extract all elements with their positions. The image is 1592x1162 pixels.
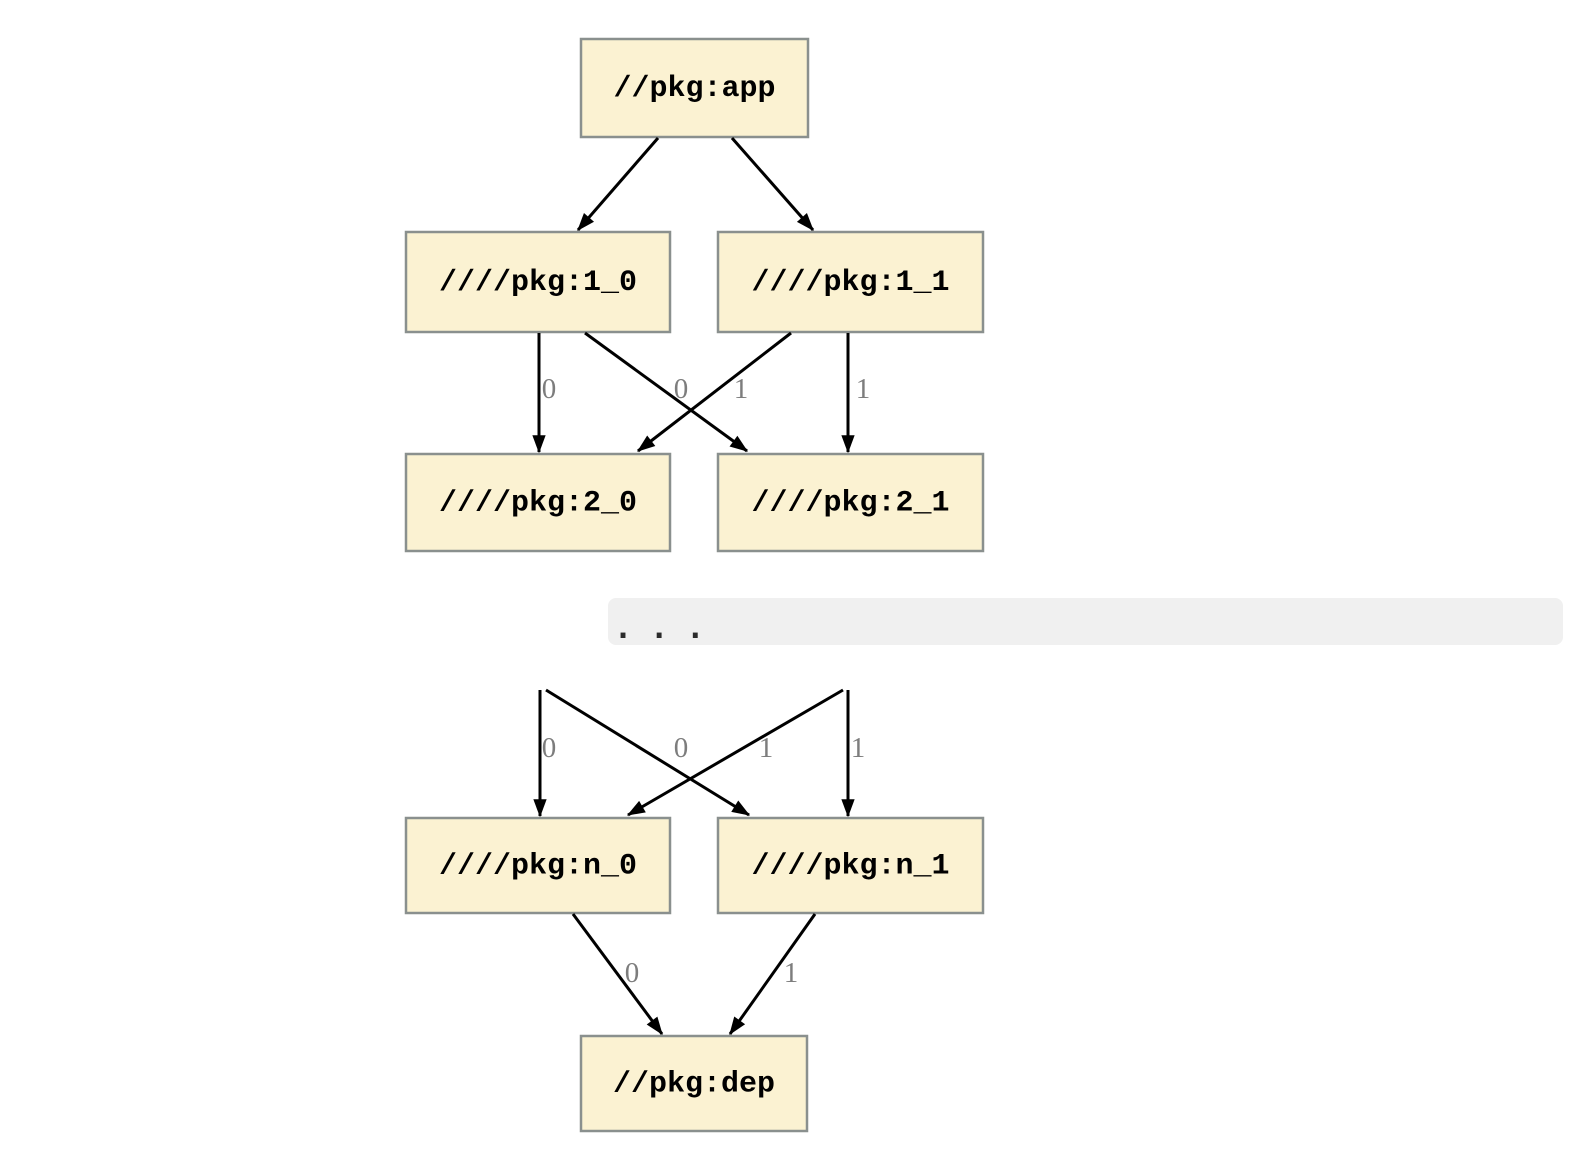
graph-node-ln_0: ////pkg:n_0 <box>404 816 672 915</box>
edge-label: 1 <box>856 373 871 405</box>
node-label: //pkg:dep <box>613 1068 775 1102</box>
edge-label: 0 <box>625 957 640 989</box>
graph-edge-…-to-ln_0 <box>626 688 844 817</box>
graph-node-dep: //pkg:dep <box>579 1034 809 1133</box>
ellipsis-band <box>608 598 1563 645</box>
nodes-layer: //pkg:app ////pkg:1_0 ////pkg:1_1 ////pkg:2… <box>404 37 985 1133</box>
graph-node-ln_1: ////pkg:n_1 <box>716 816 985 915</box>
graph-edge-…-to-ln_1 <box>545 688 751 817</box>
graph-node-l2_1: ////pkg:2_1 <box>716 452 985 553</box>
edge-label: 0 <box>674 732 689 764</box>
edge-label: 1 <box>851 732 866 764</box>
graph-node-l2_0: ////pkg:2_0 <box>404 452 672 553</box>
edge-label: 1 <box>734 373 749 405</box>
node-box <box>716 816 985 915</box>
graph-edge-app-to-l1_0 <box>576 137 660 231</box>
edges-layer: 0 1 0 1 0 1 0 1 0 1 <box>532 137 871 1036</box>
graph-edge-l1_0-to-l2_1 <box>584 331 749 453</box>
ellipsis-dots: . . . <box>614 611 704 646</box>
node-label: ////pkg:1_1 <box>751 266 949 300</box>
node-label: ////pkg:n_0 <box>439 850 637 884</box>
node-box <box>404 452 672 553</box>
node-label: //pkg:app <box>613 72 775 106</box>
edge-label: 0 <box>674 373 689 405</box>
node-label: ////pkg:2_1 <box>751 487 949 521</box>
node-box <box>404 816 672 915</box>
edge-label: 0 <box>542 732 557 764</box>
graph-edge-ln_1-to-dep <box>728 913 817 1036</box>
graph-node-l1_0: ////pkg:1_0 <box>404 230 672 334</box>
node-box <box>579 1034 809 1133</box>
edge-label: 1 <box>759 732 774 764</box>
graph-edge-ln_0-to-dep <box>571 913 664 1036</box>
ellipsis-band-layer: . . . <box>608 598 1563 646</box>
node-box <box>404 230 672 334</box>
node-box <box>716 230 985 334</box>
edge-label: 0 <box>542 373 557 405</box>
node-label: ////pkg:2_0 <box>439 487 637 521</box>
graph-edge-app-to-l1_1 <box>730 137 815 231</box>
edge-label: 1 <box>784 957 799 989</box>
node-label: ////pkg:1_0 <box>439 266 637 300</box>
node-box <box>716 452 985 553</box>
graph-node-l1_1: ////pkg:1_1 <box>716 230 985 334</box>
graph-edge-l1_1-to-l2_0 <box>637 331 792 453</box>
graph-node-app: //pkg:app <box>579 37 810 139</box>
node-box <box>579 37 810 139</box>
node-label: ////pkg:n_1 <box>751 850 949 884</box>
